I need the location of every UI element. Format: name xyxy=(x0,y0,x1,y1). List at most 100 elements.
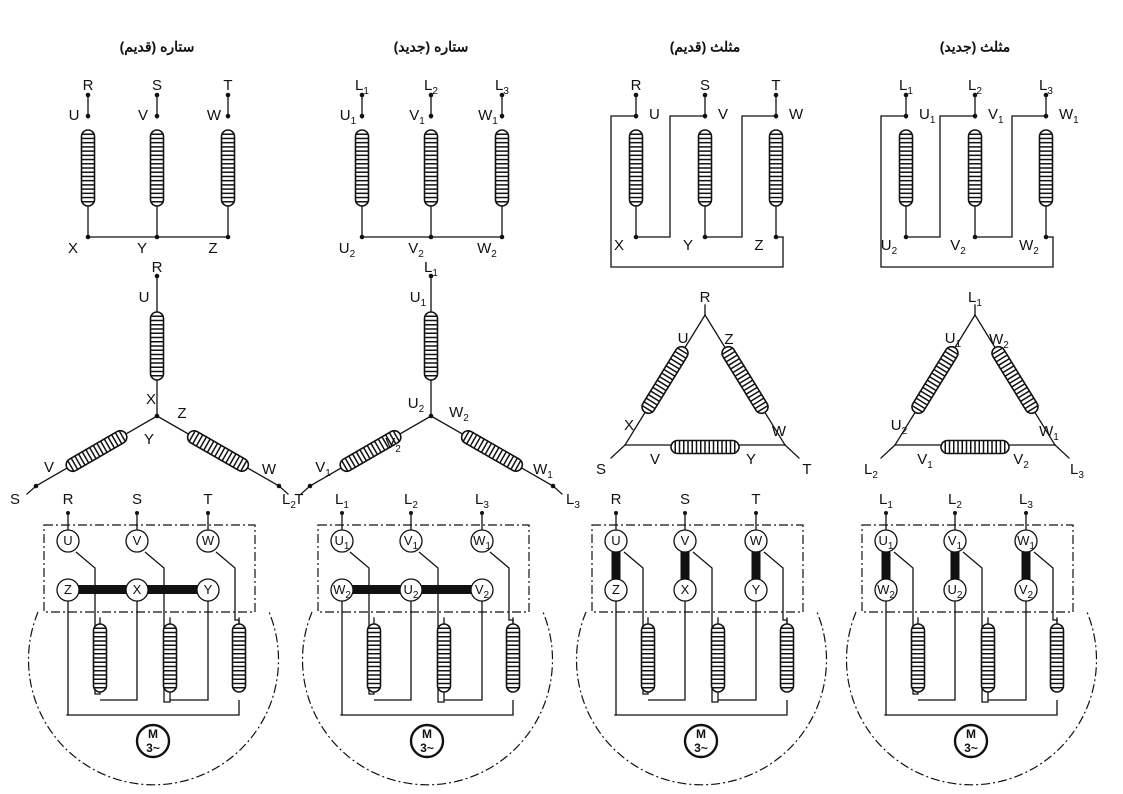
end-label: X xyxy=(614,237,624,254)
winding-coil xyxy=(423,311,439,381)
line-label: S xyxy=(680,491,690,508)
end-label: V2 xyxy=(1013,451,1029,471)
end-label: Z xyxy=(724,331,733,348)
end-label: U2 xyxy=(891,417,908,437)
motor-housing xyxy=(845,611,1098,786)
svg-text:W2: W2 xyxy=(877,582,895,600)
start-label: W1 xyxy=(533,461,553,481)
winding-coil xyxy=(940,439,1010,455)
winding-coil xyxy=(1038,129,1054,207)
start-label: V1 xyxy=(988,106,1004,126)
start-label: V xyxy=(650,451,660,468)
svg-text:Y: Y xyxy=(752,582,761,597)
line-label: L2 xyxy=(282,491,296,511)
terminal-start: W xyxy=(196,529,220,553)
motor-housing xyxy=(27,611,280,786)
svg-text:V1: V1 xyxy=(948,533,963,551)
end-label: W2 xyxy=(477,240,497,260)
end-label: X xyxy=(146,391,156,408)
svg-text:U2: U2 xyxy=(404,582,419,600)
start-label: W1 xyxy=(478,107,498,127)
winding-coil xyxy=(779,623,795,693)
winding-coil xyxy=(910,623,926,693)
svg-text:U1: U1 xyxy=(879,533,894,551)
svg-text:Y: Y xyxy=(204,582,213,597)
start-label: V xyxy=(718,106,728,123)
terminal-end: X xyxy=(673,578,697,602)
terminal-start: V1 xyxy=(943,529,967,553)
svg-text:3~: 3~ xyxy=(420,741,434,755)
line-label: R xyxy=(611,491,622,508)
terminal-end: W2 xyxy=(874,578,898,602)
line-label: S xyxy=(132,491,142,508)
winding-coil xyxy=(354,129,370,207)
start-label: V xyxy=(44,459,54,476)
end-label: V2 xyxy=(408,240,424,260)
terminal-box xyxy=(591,524,804,613)
line-label: R xyxy=(152,259,163,276)
svg-text:U: U xyxy=(611,533,620,548)
terminal-start: W1 xyxy=(1014,529,1038,553)
line-label: S xyxy=(700,77,710,94)
terminal-start: U1 xyxy=(874,529,898,553)
line-label: L1 xyxy=(355,77,369,97)
winding-coil xyxy=(423,129,439,207)
winding-coil xyxy=(186,430,250,472)
delta-bridge xyxy=(881,552,891,584)
winding-coil xyxy=(162,623,178,693)
end-label: X xyxy=(68,240,78,257)
line-label: L3 xyxy=(475,491,489,511)
svg-text:V: V xyxy=(681,533,690,548)
winding-coil xyxy=(149,129,165,207)
svg-text:X: X xyxy=(681,582,690,597)
winding-coil xyxy=(505,623,521,693)
line-label: L1 xyxy=(879,491,893,511)
terminal-end: U2 xyxy=(399,578,423,602)
line-label: L2 xyxy=(424,77,438,97)
line-label: L1 xyxy=(899,77,913,97)
terminal-end: Z xyxy=(56,578,80,602)
line-label: L3 xyxy=(1039,77,1053,97)
start-label: W1 xyxy=(1059,106,1079,126)
end-label: Z xyxy=(208,240,217,257)
winding-coil xyxy=(436,623,452,693)
line-label: R xyxy=(631,77,642,94)
end-label: Z xyxy=(177,405,186,422)
terminal-box xyxy=(317,524,530,613)
line-label: L3 xyxy=(1070,461,1084,481)
line-label: L2 xyxy=(404,491,418,511)
start-label: U xyxy=(649,106,660,123)
winding-coil xyxy=(1049,623,1065,693)
svg-text:U2: U2 xyxy=(948,582,963,600)
terminal-start: V xyxy=(125,529,149,553)
motor-symbol: M3~ xyxy=(409,723,445,759)
terminal-start: W1 xyxy=(470,529,494,553)
svg-text:M: M xyxy=(696,727,706,741)
end-label: W2 xyxy=(449,404,469,424)
delta-bridge xyxy=(680,552,690,584)
svg-text:Z: Z xyxy=(612,582,620,597)
terminal-start: W xyxy=(744,529,768,553)
start-label: W xyxy=(262,461,277,478)
line-label: R xyxy=(700,289,711,306)
winding-coil xyxy=(640,623,656,693)
panel-title: مثلث (قدیم) xyxy=(670,39,741,56)
winding-coil xyxy=(697,129,713,207)
panel-title: ستاره (قدیم) xyxy=(120,39,195,56)
svg-text:W: W xyxy=(202,533,215,548)
winding-coil xyxy=(366,623,382,693)
terminal-start: V xyxy=(673,529,697,553)
start-label: W xyxy=(207,107,222,124)
svg-text:M: M xyxy=(422,727,432,741)
start-label: U xyxy=(69,107,80,124)
start-label: V1 xyxy=(315,459,331,479)
